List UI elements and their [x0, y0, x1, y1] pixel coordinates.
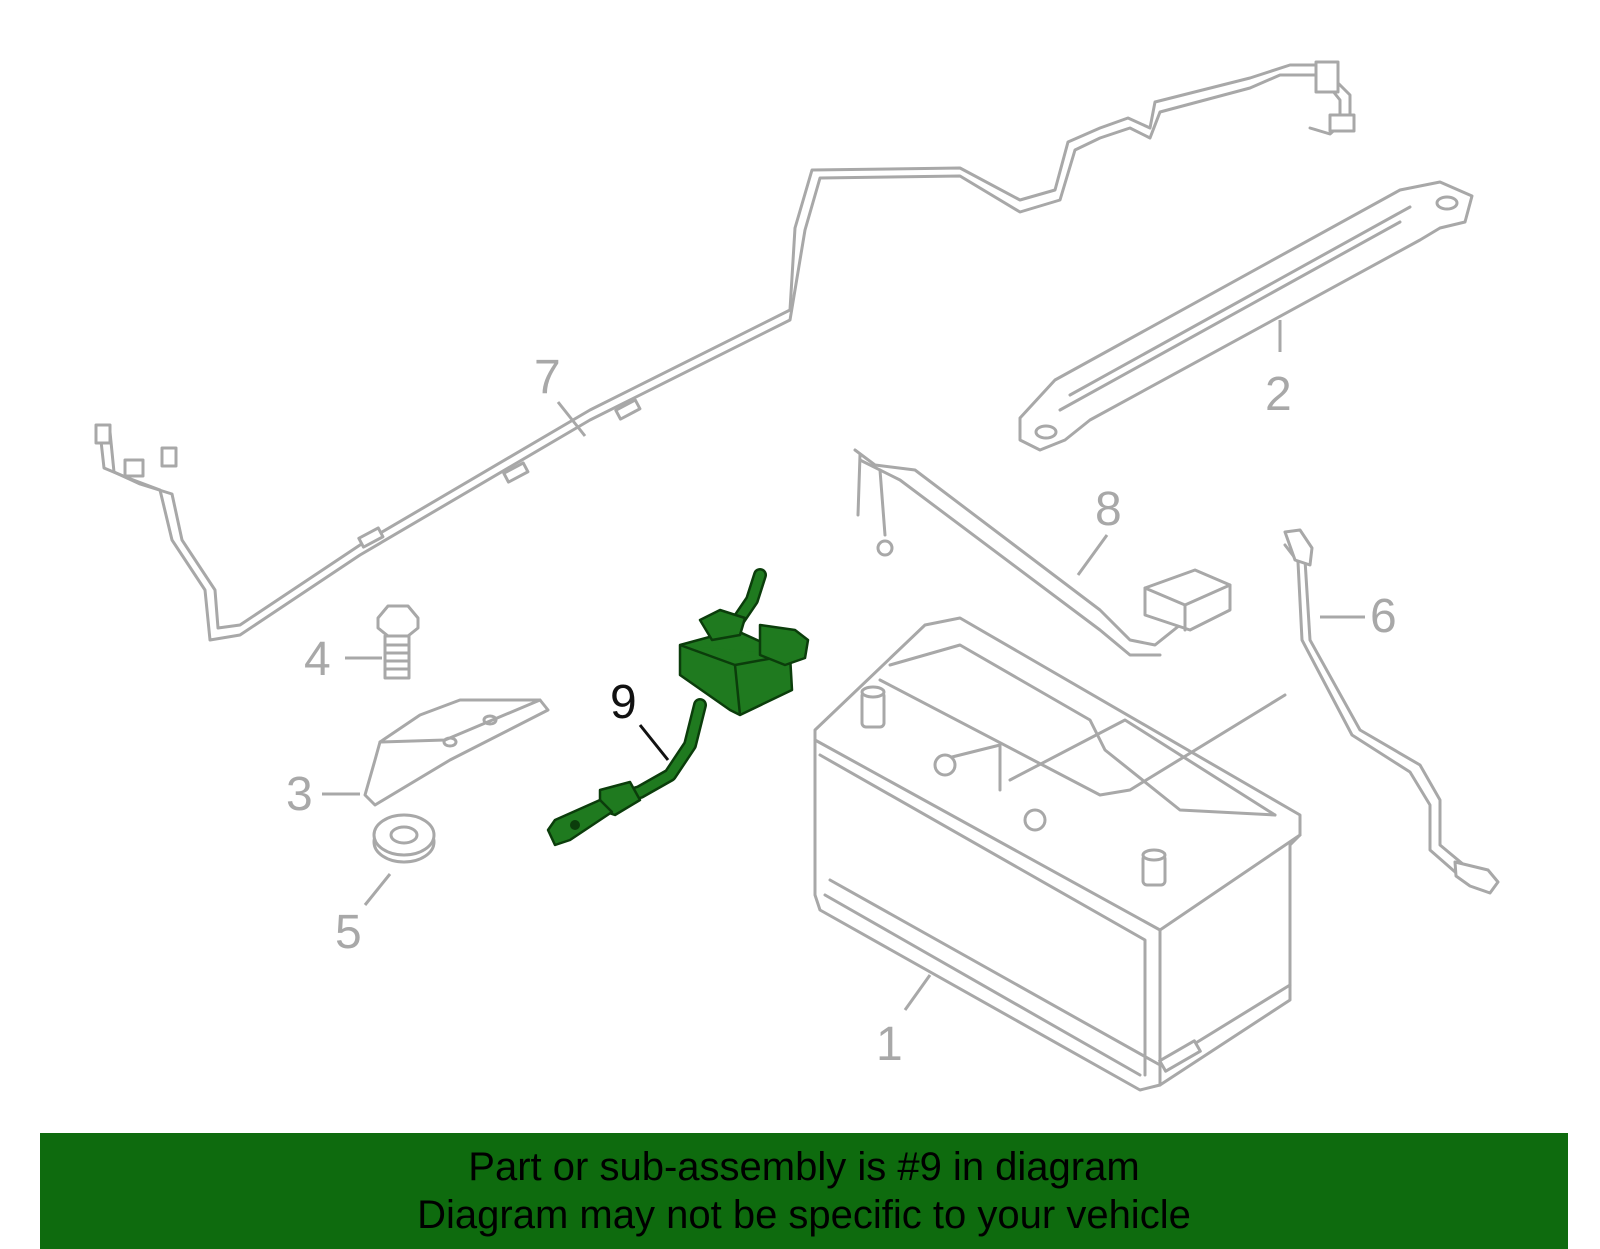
callout-2: 2 — [1265, 368, 1292, 421]
callout-3: 3 — [286, 768, 313, 821]
bracket-part — [363, 698, 550, 807]
callout-7: 7 — [534, 351, 561, 404]
info-banner: Part or sub-assembly is #9 in diagram Di… — [40, 1133, 1568, 1249]
leader-5 — [363, 873, 392, 906]
grommet-part — [372, 813, 436, 864]
callout-1: 1 — [876, 1018, 903, 1071]
callout-5: 5 — [335, 906, 362, 959]
leader-9 — [638, 724, 670, 761]
hold-down-bar-part — [1018, 180, 1474, 452]
wiring-harness-part — [94, 60, 1356, 642]
positive-cable-part — [853, 448, 1232, 657]
banner-line-disclaimer: Diagram may not be specific to your vehi… — [417, 1193, 1191, 1237]
battery-part — [813, 616, 1302, 1092]
leader-7 — [556, 401, 587, 437]
leader-lines — [322, 320, 1365, 1011]
callout-4: 4 — [304, 633, 331, 686]
leader-8 — [1076, 534, 1109, 576]
sensor-cable-part — [1283, 528, 1500, 895]
negative-cable-highlighted-part — [546, 568, 810, 847]
banner-line-part-number: Part or sub-assembly is #9 in diagram — [468, 1145, 1140, 1189]
callout-9: 9 — [610, 676, 637, 729]
leader-1 — [903, 974, 932, 1011]
callout-6: 6 — [1370, 590, 1397, 643]
callout-8: 8 — [1095, 483, 1122, 536]
bolt-part — [376, 604, 420, 680]
